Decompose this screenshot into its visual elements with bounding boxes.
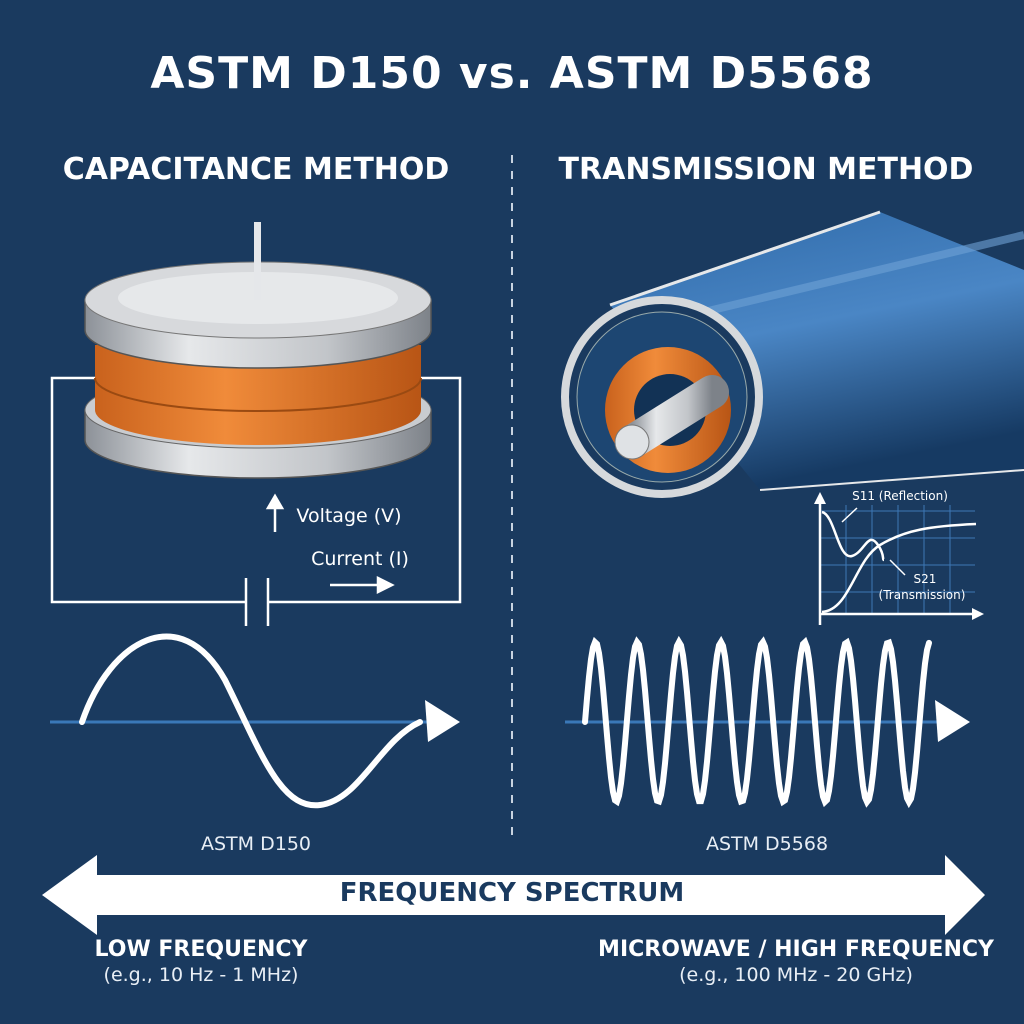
high-frequency-range: (e.g., 100 MHz - 20 GHz) [679,964,913,986]
transmission-method-heading: TRANSMISSION METHOD [558,152,974,187]
voltage-label: Voltage (V) [296,505,402,527]
s21-sub-label: (Transmission) [878,588,966,602]
current-label: Current (I) [311,548,409,570]
astm-d5568-caption: ASTM D5568 [705,833,829,855]
high-frequency-wave [582,635,932,809]
frequency-spectrum-label: FREQUENCY SPECTRUM [339,878,685,908]
current-arrow-icon [330,575,395,595]
capacitance-method-heading: CAPACITANCE METHOD [62,152,450,187]
frequency-spectrum-arrow [42,855,985,935]
astm-d150-caption: ASTM D150 [201,833,311,855]
s11-label: S11 (Reflection) [852,489,948,503]
low-wave-arrowhead-icon [425,700,460,742]
low-frequency-wave [79,633,423,809]
voltage-arrow-icon [265,493,285,532]
low-frequency-title: LOW FREQUENCY [94,937,308,962]
s-parameter-chart [814,492,984,625]
coaxial-line [561,210,1024,498]
s21-label: S21 [913,572,937,586]
circuit-wires [50,376,462,626]
page-title: ASTM D150 vs. ASTM D5568 [150,48,874,99]
high-wave-arrowhead-icon [935,700,970,742]
low-frequency-range: (e.g., 10 Hz - 1 MHz) [103,964,299,986]
high-frequency-title: MICROWAVE / HIGH FREQUENCY [598,937,994,962]
capacitor-cell [84,222,432,479]
